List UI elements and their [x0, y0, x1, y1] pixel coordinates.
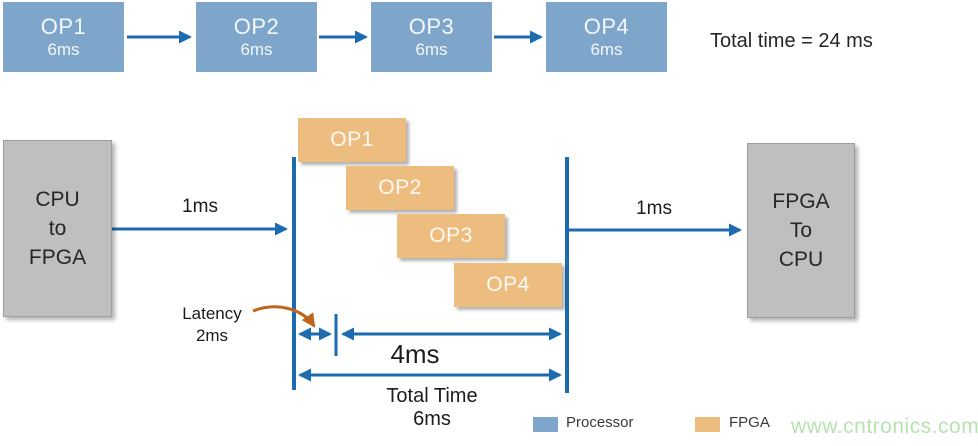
input-transfer-time-label: 1ms: [182, 196, 218, 217]
sequential-step-op2: OP2 6ms: [196, 2, 317, 72]
op-label: OP4: [486, 273, 530, 296]
sequential-step-op4: OP4 6ms: [546, 2, 667, 72]
legend-fpga-label: FPGA: [729, 414, 770, 431]
pipelined-op3-box: OP3: [397, 214, 505, 258]
cpu-to-fpga-box: CPU to FPGA: [3, 140, 112, 317]
pipelined-op1-box: OP1: [298, 118, 406, 162]
box-line: FPGA: [772, 190, 830, 213]
latency-label: Latency 2ms: [157, 303, 267, 347]
step-label: OP4: [583, 14, 630, 39]
op-label: OP1: [330, 128, 374, 151]
box-line: CPU: [35, 188, 80, 211]
total-time-label: Total Time 6ms: [347, 385, 517, 431]
step-time: 6ms: [240, 40, 273, 59]
total-time-line1: Total Time: [386, 385, 478, 407]
pipelined-op2-box: OP2: [346, 166, 454, 210]
op-label: OP2: [378, 176, 422, 199]
legend-processor-label: Processor: [566, 414, 634, 431]
sequential-step-op3: OP3 6ms: [371, 2, 492, 72]
fpga-to-cpu-box: FPGA To CPU: [747, 143, 855, 318]
watermark: www.cntronics.com: [791, 415, 978, 438]
step-label: OP3: [408, 14, 455, 39]
legend-processor-swatch-icon: [533, 417, 558, 432]
latency-label-line1: Latency: [182, 304, 242, 323]
step-label: OP1: [40, 14, 87, 39]
pipeline-span-label: 4ms: [390, 339, 440, 369]
output-transfer-time-label: 1ms: [636, 198, 672, 219]
sequential-step-op1: OP1 6ms: [3, 2, 124, 72]
pipelined-op4-box: OP4: [454, 263, 562, 307]
step-time: 6ms: [415, 40, 448, 59]
sequential-total-time-label: Total time = 24 ms: [710, 30, 873, 52]
total-time-line2: 6ms: [413, 408, 451, 430]
legend-fpga-swatch-icon: [695, 417, 720, 432]
step-label: OP2: [233, 14, 280, 39]
step-time: 6ms: [590, 40, 623, 59]
box-line: FPGA: [28, 246, 87, 269]
latency-label-line2: 2ms: [195, 326, 229, 345]
step-time: 6ms: [47, 40, 80, 59]
box-line: CPU: [778, 248, 824, 271]
box-line: To: [789, 219, 813, 242]
box-line: to: [48, 217, 67, 240]
op-label: OP3: [429, 224, 473, 247]
